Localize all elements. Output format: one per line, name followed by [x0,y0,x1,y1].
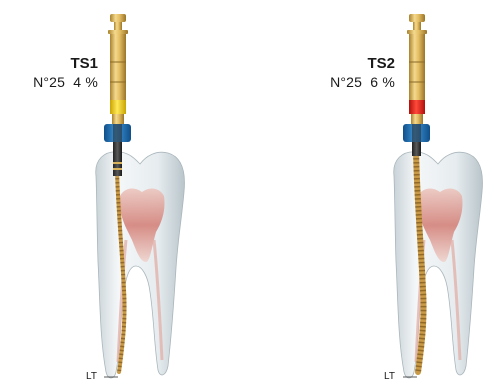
instrument-size-ts1: N°25 [33,74,65,90]
instrument-spec-ts2: N°25 6 % [301,74,395,90]
handle-top-ts1 [110,14,126,22]
instrument-taper-ts2: 6 % [370,74,395,90]
handle-top-ts2 [409,14,425,22]
instrument-taper-ts1: 4 % [73,74,98,90]
lt-label-ts2: LT [384,371,395,382]
instrument-name-ts1: TS1 [58,55,98,72]
shaft-ts2 [412,142,421,156]
tooth-ts2 [394,152,483,378]
instrument-ts1 [96,14,185,378]
instrument-name-ts2: TS2 [355,55,395,72]
color-ring-ts1 [110,100,126,114]
color-ring-ts2 [409,100,425,114]
shaft-ts1 [113,142,122,176]
instrument-ts2 [394,14,483,378]
tooth-ts1 [96,152,185,378]
handle-body-ts2 [409,34,425,100]
instrument-spec-ts1: N°25 4 % [4,74,98,90]
instrument-size-ts2: N°25 [330,74,362,90]
handle-body-ts1 [110,34,126,100]
lt-label-ts1: LT [86,371,97,382]
